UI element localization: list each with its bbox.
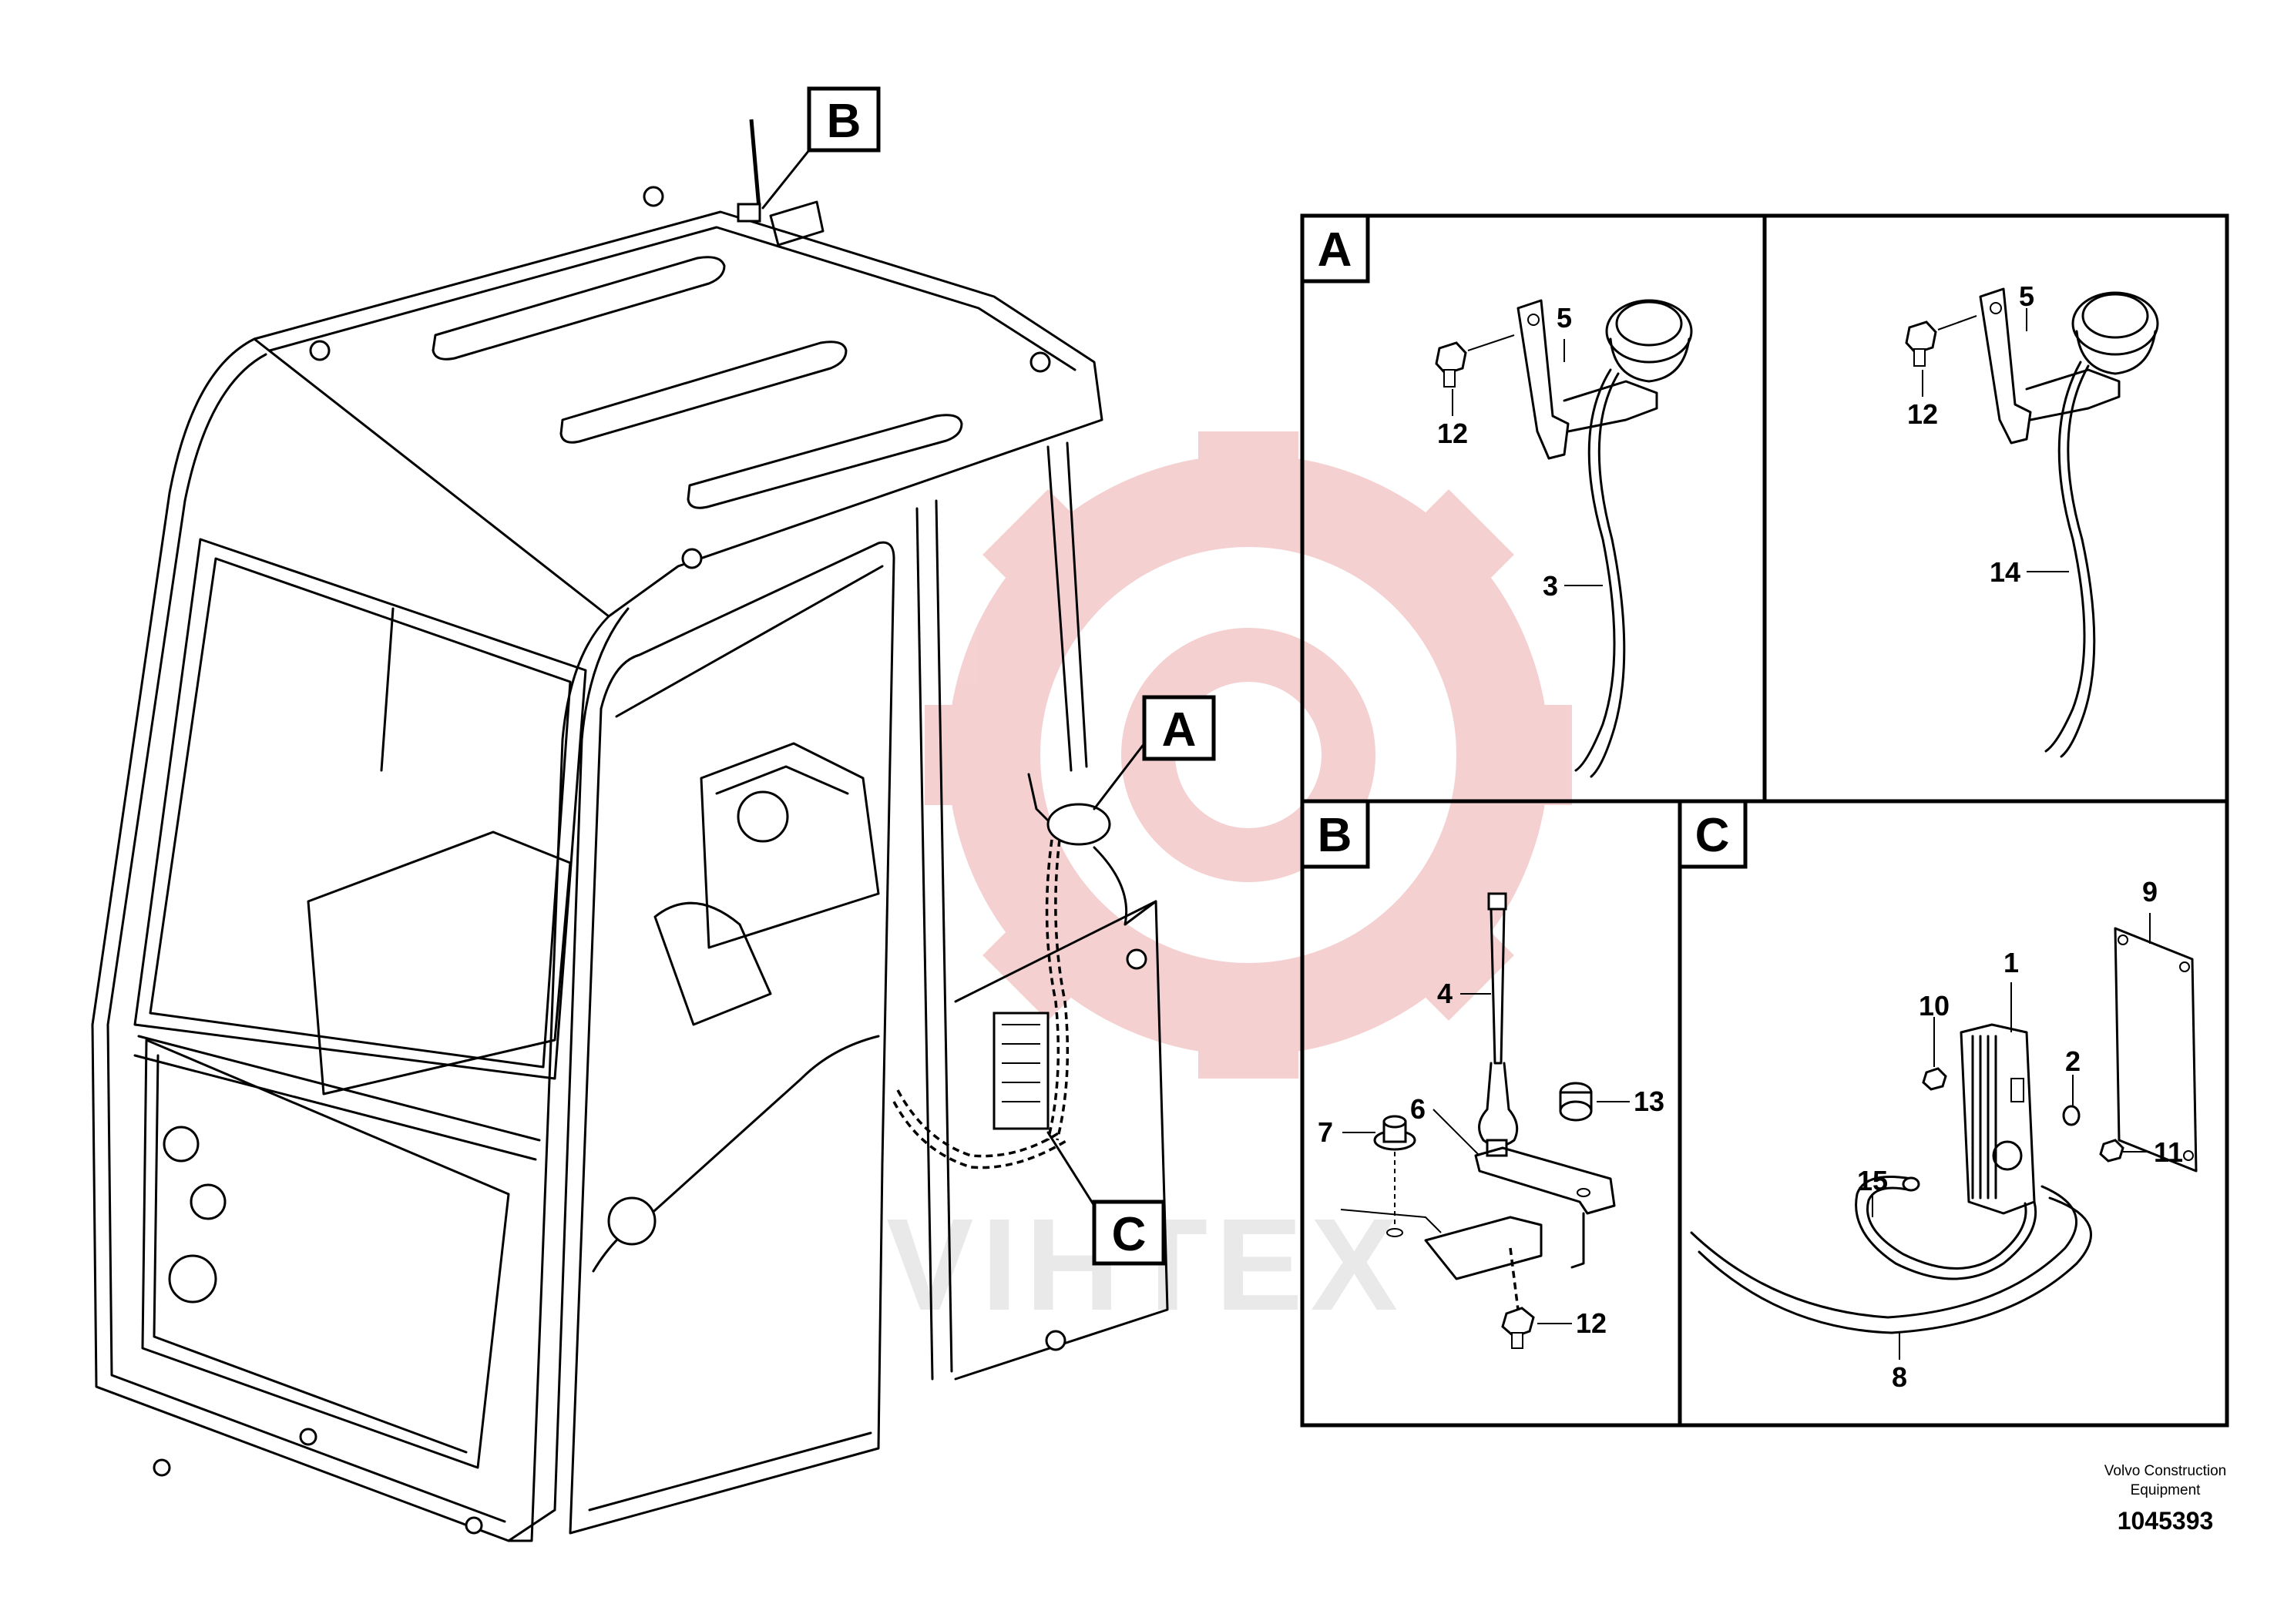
svg-text:8: 8 — [1892, 1361, 1907, 1393]
washer-icon — [2062, 1105, 2081, 1126]
svg-text:11: 11 — [2154, 1136, 2183, 1168]
watermark-gear-icon — [925, 431, 1572, 1079]
svg-text:12: 12 — [1576, 1307, 1607, 1339]
detail-panel-a2: 5 12 14 — [1905, 280, 2159, 758]
svg-text:9: 9 — [2142, 876, 2158, 908]
svg-text:A: A — [1318, 223, 1352, 277]
callout-c: C — [1046, 1131, 1166, 1266]
svg-text:5: 5 — [2019, 280, 2034, 312]
svg-text:C: C — [1695, 809, 1730, 862]
mounting-plate-icon — [2114, 927, 2198, 1173]
svg-text:12: 12 — [1907, 398, 1938, 430]
detail-panel-a: A 5 12 3 — [1300, 213, 1693, 778]
svg-text:A: A — [1162, 703, 1197, 757]
svg-text:14: 14 — [1990, 556, 2020, 588]
cable-icon — [1690, 1176, 2092, 1334]
callout-b: B — [761, 86, 881, 210]
footer: Volvo Construction Equipment 1045393 — [2104, 1463, 2226, 1535]
svg-text:2: 2 — [2065, 1045, 2081, 1077]
beacon-icon — [2071, 291, 2159, 375]
svg-text:6: 6 — [1410, 1093, 1426, 1125]
svg-text:B: B — [1318, 809, 1352, 862]
svg-text:3: 3 — [1543, 570, 1558, 602]
svg-text:13: 13 — [1634, 1085, 1664, 1117]
svg-text:4: 4 — [1437, 978, 1453, 1009]
control-unit-icon — [1960, 1023, 2036, 1215]
document-number: 1045393 — [2118, 1507, 2214, 1535]
screw-icon — [1435, 341, 1467, 388]
svg-text:1: 1 — [2003, 947, 2019, 978]
svg-text:C: C — [1112, 1208, 1147, 1261]
plate-icon — [1474, 1146, 1616, 1215]
bracket-icon — [1516, 299, 1658, 460]
screw-icon — [1905, 320, 1937, 367]
screw-icon — [2099, 1139, 2124, 1163]
company-line-1: Volvo Construction — [2104, 1463, 2226, 1479]
cab-illustration — [91, 119, 1169, 1542]
svg-text:7: 7 — [1318, 1116, 1333, 1148]
detail-panel-c: C — [1678, 799, 2198, 1393]
screw-icon — [1922, 1067, 1947, 1091]
callout-a: A — [1093, 695, 1216, 810]
antenna-base-icon — [1373, 1115, 1416, 1151]
detail-panel-b: B — [1300, 799, 1664, 1349]
nut-icon — [1559, 1082, 1593, 1122]
company-line-2: Equipment — [2131, 1482, 2202, 1498]
svg-text:5: 5 — [1557, 302, 1572, 334]
beacon-icon — [1605, 299, 1693, 383]
svg-text:10: 10 — [1919, 990, 1950, 1022]
svg-text:12: 12 — [1437, 418, 1468, 449]
bracket-icon — [1979, 287, 2121, 445]
svg-text:B: B — [827, 95, 862, 148]
svg-text:15: 15 — [1857, 1165, 1888, 1196]
screw-icon — [1501, 1307, 1535, 1349]
